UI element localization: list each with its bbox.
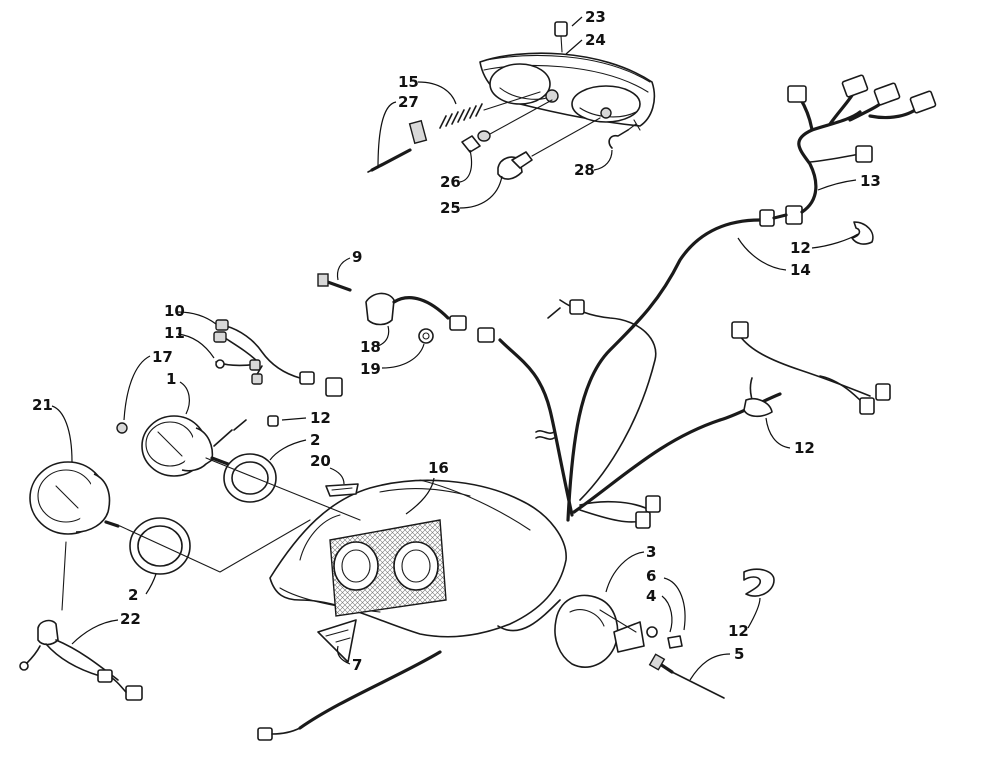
callout-11: 12 xyxy=(310,409,331,427)
harness-clamps xyxy=(743,221,874,597)
leader-gauge-upper xyxy=(205,457,361,521)
gauge-cable xyxy=(648,653,725,699)
callout-15: 18 xyxy=(360,338,381,356)
leader-gauge-lower xyxy=(119,519,311,573)
callout-14: 14 xyxy=(790,261,811,279)
headlight-clip xyxy=(554,21,568,37)
callout-10: 9 xyxy=(352,248,362,266)
callout-16: 19 xyxy=(360,360,381,378)
callout-19: 17 xyxy=(152,348,173,366)
callout-2-upper: 2 xyxy=(310,431,320,449)
callout-28: 28 xyxy=(574,161,595,179)
callout-labels: 23 24 15 27 26 25 28 13 12 14 9 10 11 17… xyxy=(32,8,881,681)
gauge-wires xyxy=(213,319,343,427)
callout-6: 6 xyxy=(646,567,656,585)
callout-22: 22 xyxy=(120,610,141,628)
main-wiring-harness xyxy=(449,74,937,529)
callout-3: 3 xyxy=(646,543,656,561)
gauge-tachometer xyxy=(29,461,120,535)
headlight-assembly xyxy=(479,21,656,131)
bezel-ring-lower xyxy=(129,517,191,575)
callout-9: 11 xyxy=(164,324,185,342)
callout-21: 21 xyxy=(32,396,53,414)
callout-7: 7 xyxy=(352,656,362,674)
leader-lamp xyxy=(61,541,67,611)
callout-8: 10 xyxy=(164,302,185,320)
callout-27: 27 xyxy=(398,93,419,111)
callout-12-mid: 12 xyxy=(794,439,815,457)
callout-26: 26 xyxy=(440,173,461,191)
gauge-lamp-socket xyxy=(19,619,143,701)
callout-12-top: 12 xyxy=(790,239,811,257)
gauge-fuel xyxy=(554,594,683,668)
adjuster-screw-and-spring xyxy=(367,91,541,173)
callout-24: 24 xyxy=(585,31,606,49)
callout-1: 1 xyxy=(166,370,176,388)
small-decal xyxy=(325,483,359,497)
callout-4: 4 xyxy=(646,587,656,605)
callout-2-lower: 2 xyxy=(128,586,138,604)
bezel-ring-upper xyxy=(223,453,277,503)
callout-12-bottom: 12 xyxy=(728,622,749,640)
callout-18: 15 xyxy=(398,73,419,91)
callout-17: 16 xyxy=(428,459,449,477)
callout-23: 23 xyxy=(585,8,606,26)
callout-13: 13 xyxy=(860,172,881,190)
gauge-speedometer xyxy=(116,415,247,477)
switch-and-lead xyxy=(317,273,450,344)
callout-5: 5 xyxy=(734,645,744,663)
callout-20: 20 xyxy=(310,452,331,470)
dash-panel xyxy=(257,479,567,741)
callout-25: 25 xyxy=(440,199,461,217)
